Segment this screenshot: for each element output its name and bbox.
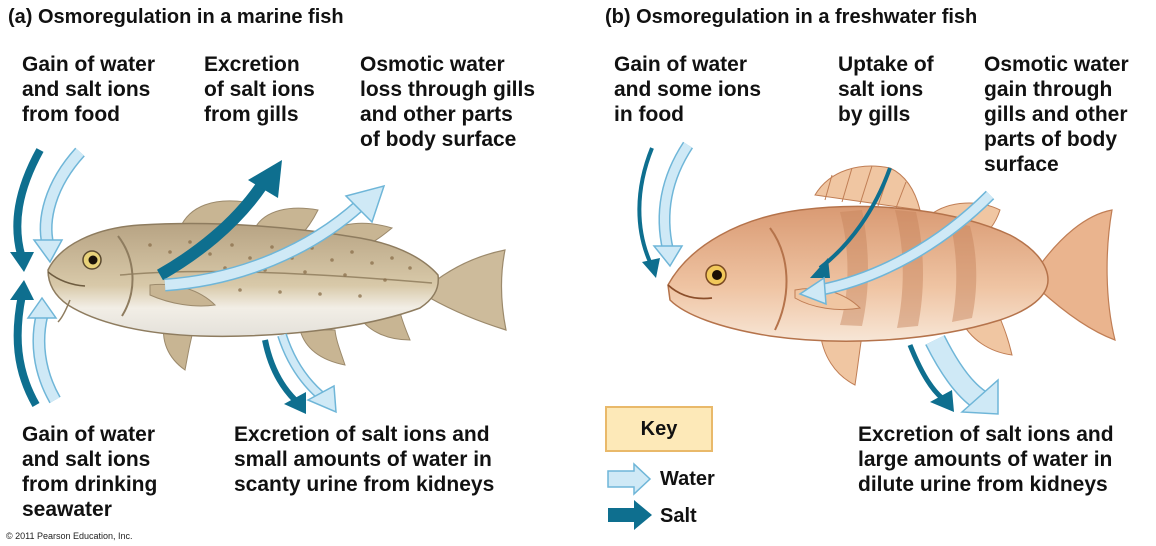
marine-drinking-label: Gain of water and salt ions from drinkin… [22,422,157,522]
marine-osmotic-label: Osmotic water loss through gills and oth… [360,52,535,152]
key-salt-label: Salt [660,505,697,528]
key-water-arrow-icon [608,464,650,494]
key-water-label: Water [660,468,715,491]
marine-panel-title: (a) Osmoregulation in a marine fish [8,6,344,29]
freshwater-fish [668,166,1115,385]
key-salt-arrow-icon [608,500,652,530]
marine-gills-label: Excretion of salt ions from gills [204,52,315,127]
freshwater-food-label: Gain of water and some ions in food [614,52,761,127]
marine-food-label: Gain of water and salt ions from food [22,52,155,127]
key-title: Key [605,406,713,452]
freshwater-osmotic-label: Osmotic water gain through gills and oth… [984,52,1129,177]
freshwater-panel-title: (b) Osmoregulation in a freshwater fish [605,6,977,29]
marine-urine-label: Excretion of salt ions and small amounts… [234,422,494,497]
freshwater-uptake-label: Uptake of salt ions by gills [838,52,934,127]
freshwater-urine-label: Excretion of salt ions and large amounts… [858,422,1114,497]
marine-fish [48,201,506,370]
copyright-notice: © 2011 Pearson Education, Inc. [6,531,133,541]
